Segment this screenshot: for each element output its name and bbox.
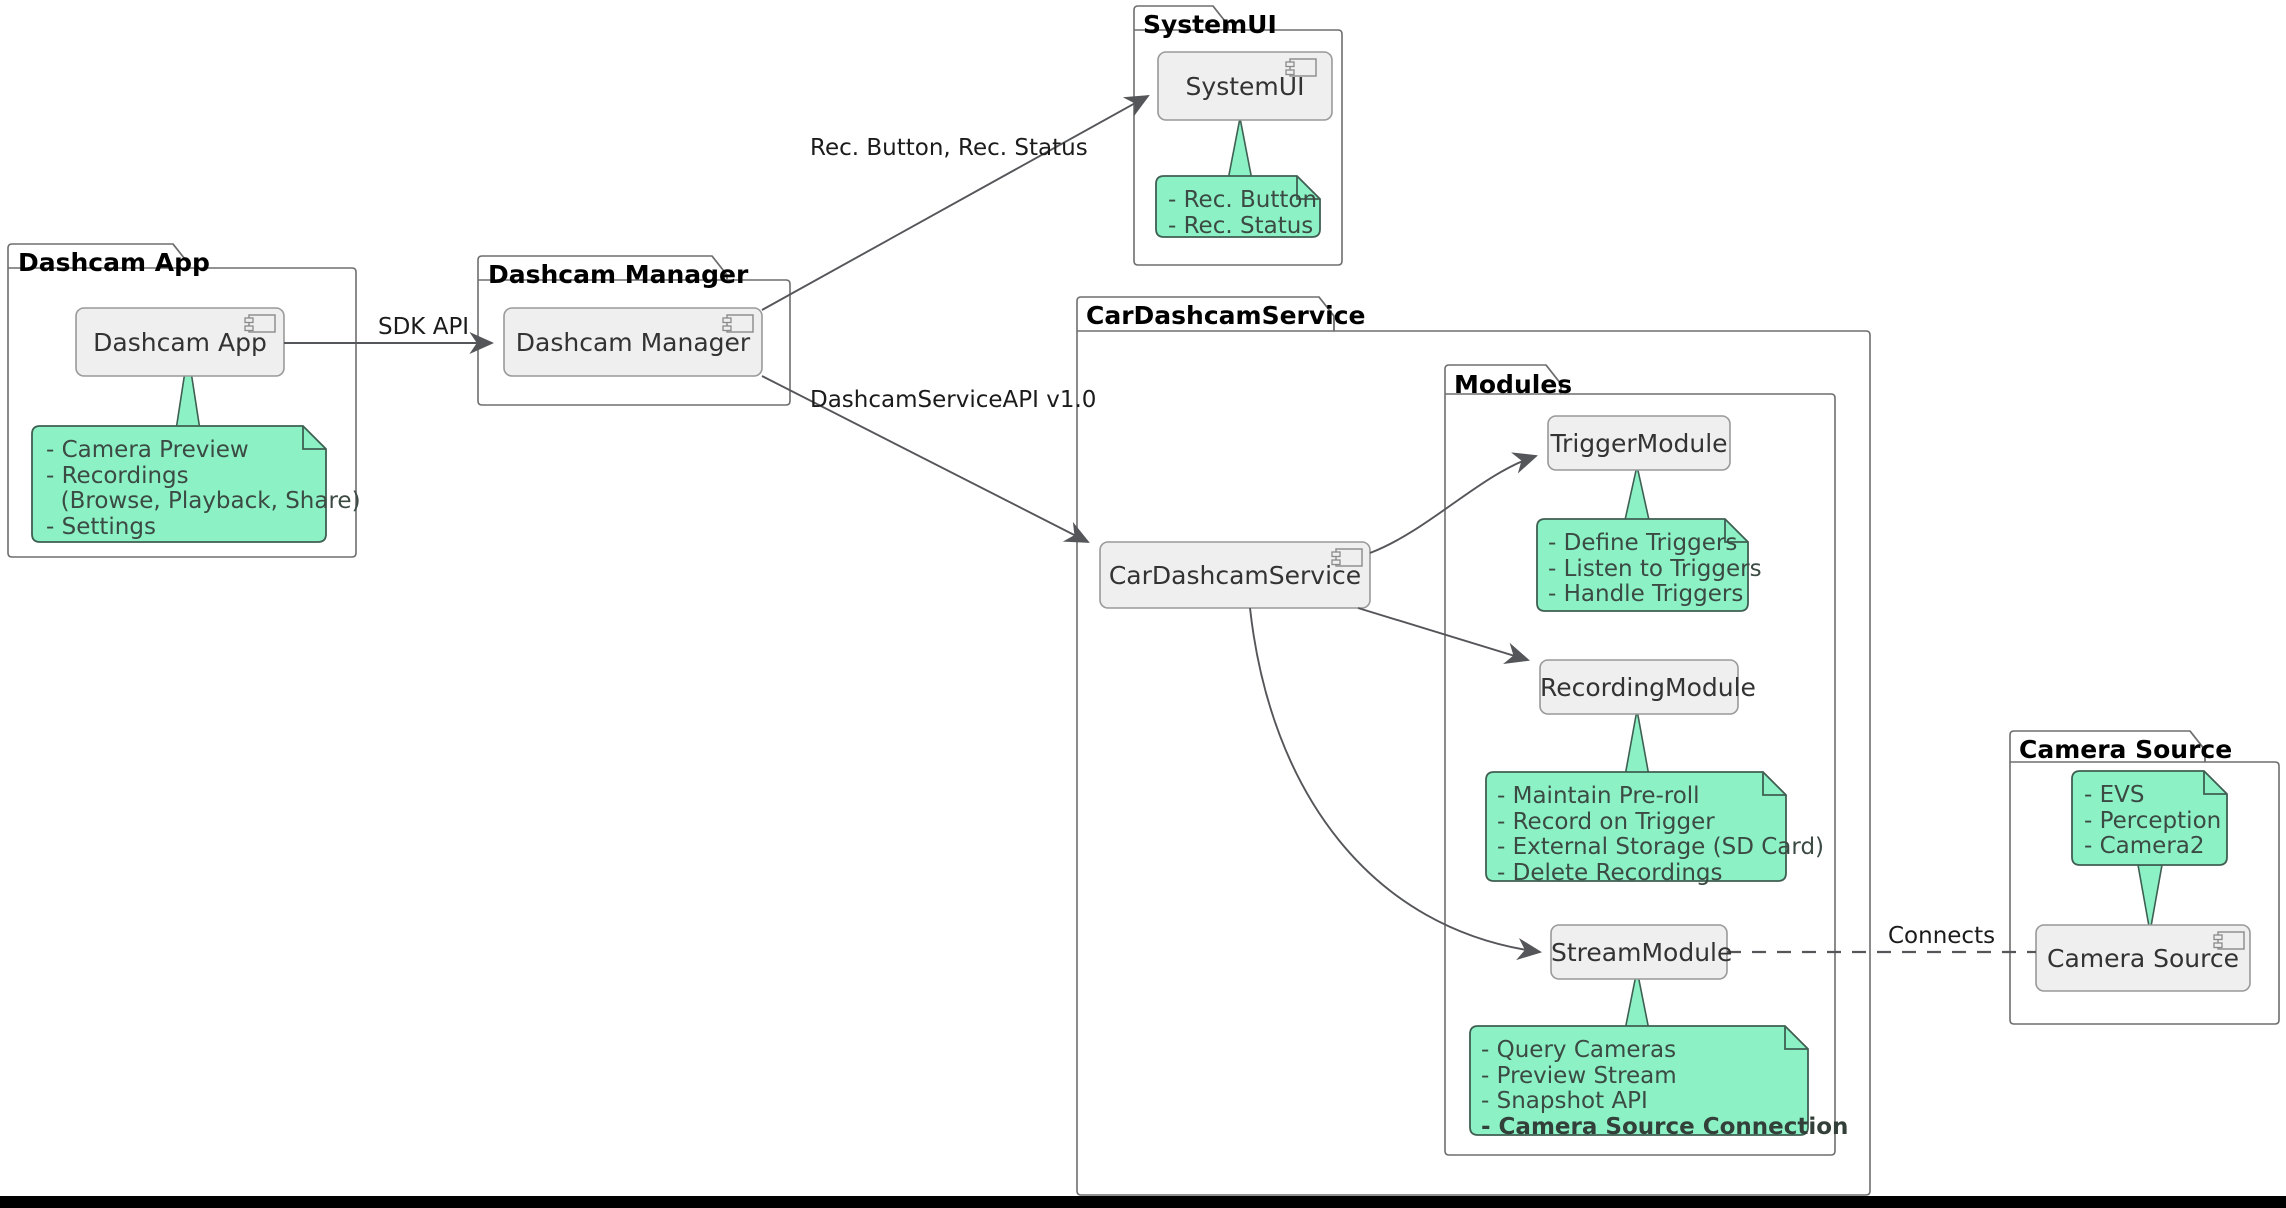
edge-label-dashcam-service-api: DashcamServiceAPI v1.0 [810,387,1097,413]
note-line: - Rec. Status [1168,212,1314,239]
component-box-camera-source[interactable] [2035,924,2251,992]
note-box-systemui [1155,175,1321,238]
note-text-camera-source: - EVS- Perception- Camera2 [2084,782,2222,860]
package-title-dashcam-app: Dashcam App [18,248,210,277]
note-box-trigger-module [1536,518,1749,612]
note-box-stream-module [1469,1025,1809,1136]
edge-label-rec-button-status: Rec. Button, Rec. Status [810,135,1088,161]
component-label-stream-module: StreamModule [1551,938,1733,967]
note-line: - Settings [46,513,156,540]
note-line: - Camera Preview [46,437,249,463]
note-line: (Browse, Playback, Share) [46,488,361,514]
note-box-dashcam-app [31,425,327,543]
component-label-systemui: SystemUI [1185,72,1305,101]
component-box-dashcam-manager[interactable] [503,307,763,377]
note-box-recording-module [1485,771,1787,882]
component-box-dashcam-app[interactable] [75,307,285,377]
note-line: - External Storage (SD Card) [1497,834,1825,860]
note-box-camera-source [2071,770,2228,866]
note-line: - Maintain Pre-roll [1497,783,1700,809]
edge-rec-button-status [761,95,1150,311]
edge-service-trigger [1369,452,1538,554]
note-line: - Define Triggers [1548,530,1738,556]
edge-dashcam-service-api [761,375,1090,543]
note-line: - Preview Stream [1481,1062,1677,1089]
note-line: - Handle Triggers [1548,581,1744,607]
note-line: - Rec. Button [1168,187,1318,213]
note-line: - Delete Recordings [1497,859,1723,886]
component-box-trigger-module[interactable] [1547,415,1731,471]
note-text-dashcam-app: - Camera Preview- Recordings (Browse, Pl… [46,437,361,540]
note-line: - Recordings [46,462,189,489]
component-label-camera-source: Camera Source [2047,944,2239,973]
package-title-modules: Modules [1454,370,1573,399]
edge-service-recording [1357,607,1530,665]
package-title-cardashcamservice: CarDashcamService [1086,301,1366,330]
component-box-recording-module[interactable] [1539,659,1739,715]
package-title-systemui: SystemUI [1143,10,1277,39]
component-box-systemui[interactable] [1157,51,1333,121]
edge-label-sdk-api: SDK API [378,314,470,340]
bottom-edge-bar [0,1196,2286,1208]
edge-service-stream [1249,607,1543,961]
component-label-trigger-module: TriggerModule [1550,429,1728,458]
component-label-cardashcamservice: CarDashcamService [1108,561,1362,590]
component-box-cardashcamservice[interactable] [1099,541,1371,609]
edge-label-connects: Connects [1888,923,1996,949]
note-line: - Query Cameras [1481,1037,1677,1063]
note-text-recording-module: - Maintain Pre-roll- Record on Trigger- … [1497,783,1825,886]
component-label-recording-module: RecordingModule [1540,673,1756,702]
package-title-camera-source: Camera Source [2019,735,2233,764]
note-line: - Record on Trigger [1497,808,1715,835]
note-line: - Listen to Triggers [1548,555,1762,582]
note-text-systemui: - Rec. Button- Rec. Status [1168,187,1318,239]
package-title-dashcam-manager: Dashcam Manager [488,260,749,289]
note-line: - Camera Source Connection [1481,1113,1849,1140]
note-line: - EVS [2084,782,2145,808]
component-label-dashcam-app: Dashcam App [93,328,267,357]
note-text-trigger-module: - Define Triggers- Listen to Triggers- H… [1548,530,1762,608]
note-line: - Snapshot API [1481,1088,1648,1114]
component-label-dashcam-manager: Dashcam Manager [515,328,751,357]
note-line: - Perception [2084,807,2222,834]
note-line: - Camera2 [2084,833,2205,859]
note-text-stream-module: - Query Cameras- Preview Stream- Snapsho… [1481,1037,1849,1140]
